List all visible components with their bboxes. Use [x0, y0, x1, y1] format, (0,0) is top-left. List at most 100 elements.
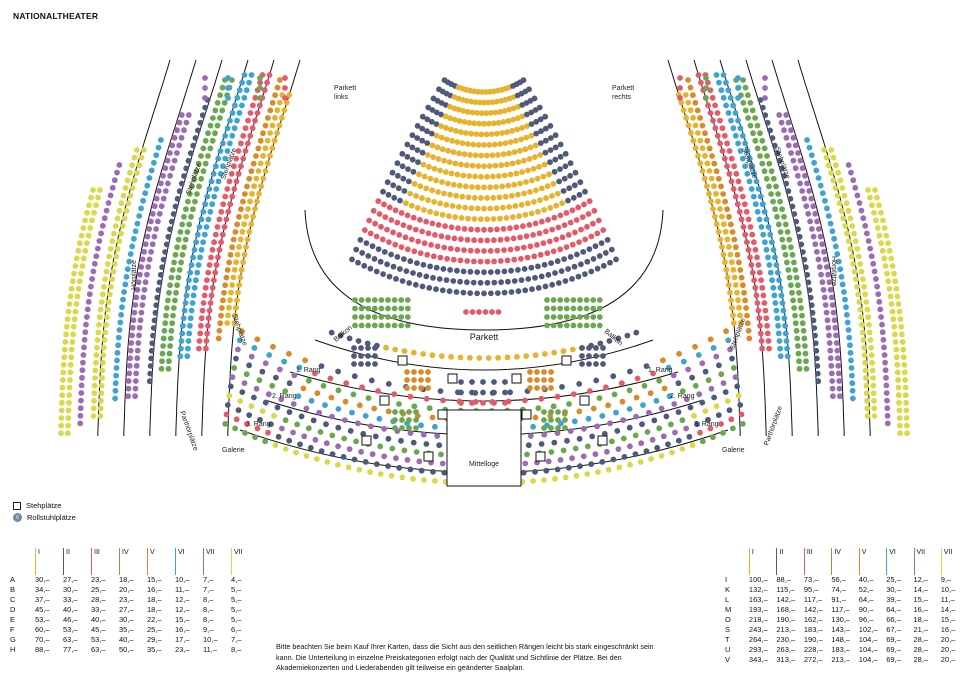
seat-parkett[interactable] [359, 250, 366, 256]
seat-side-right[interactable] [876, 202, 882, 209]
seat-side-right[interactable] [788, 282, 794, 289]
seat-parkett[interactable] [446, 159, 453, 166]
seat-side-right[interactable] [680, 107, 687, 114]
seat-parkett[interactable] [578, 226, 584, 233]
seat-side-left[interactable] [77, 240, 83, 247]
seat-side-left[interactable] [179, 330, 186, 337]
seat-rang[interactable] [410, 439, 417, 446]
seat-parkett[interactable] [414, 260, 420, 266]
seat-side-left[interactable] [188, 213, 194, 220]
seat-rang[interactable] [335, 387, 342, 394]
seat-side-right[interactable] [742, 107, 749, 114]
seat-side-right[interactable] [775, 322, 781, 329]
seat-side-left[interactable] [240, 155, 247, 162]
seat-side-left[interactable] [196, 345, 202, 352]
seat-parkett-front[interactable] [358, 297, 365, 303]
seat-parkett-front[interactable] [570, 322, 577, 329]
seat-side-right[interactable] [760, 292, 767, 299]
seat-parkett[interactable] [490, 120, 497, 127]
seat-parkett[interactable] [487, 248, 494, 254]
seat-loge[interactable] [548, 417, 554, 423]
seat-side-left[interactable] [184, 229, 191, 235]
seat-parkett[interactable] [392, 241, 399, 248]
seat-side-right[interactable] [835, 169, 841, 176]
seat-side-left[interactable] [114, 245, 121, 252]
seat-side-right[interactable] [814, 218, 820, 225]
seat-side-left[interactable] [108, 283, 114, 290]
seat-side-right[interactable] [809, 309, 816, 316]
seat-side-right[interactable] [773, 183, 779, 190]
seat-side-left[interactable] [172, 251, 179, 258]
seat-rang[interactable] [550, 403, 557, 410]
seat-side-right[interactable] [779, 300, 786, 306]
seat-side-right[interactable] [791, 259, 797, 266]
seat-side-right[interactable] [713, 168, 720, 175]
seat-rang[interactable] [656, 425, 663, 432]
seat-parkett[interactable] [484, 279, 491, 286]
seat-side-right[interactable] [720, 94, 727, 101]
seat-parkett[interactable] [474, 269, 481, 275]
seat-side-right[interactable] [749, 163, 755, 170]
seat-parkett[interactable] [556, 178, 562, 185]
seat-side-left[interactable] [88, 283, 94, 290]
seat-side-left[interactable] [99, 291, 106, 298]
seat-parkett[interactable] [399, 150, 406, 157]
seat-parkett[interactable] [514, 245, 521, 252]
seat-side-right[interactable] [869, 367, 876, 374]
seat-side-right[interactable] [776, 338, 783, 344]
seat-rang[interactable] [251, 394, 257, 401]
seat-side-left[interactable] [132, 378, 139, 384]
seat-rang[interactable] [564, 437, 570, 444]
seat-side-right[interactable] [892, 331, 898, 338]
seat-side-right[interactable] [872, 187, 878, 193]
seat-side-left[interactable] [93, 352, 100, 359]
seat-side-right[interactable] [801, 335, 808, 342]
seat-parkett[interactable] [507, 225, 513, 232]
seat-parkett[interactable] [468, 226, 474, 233]
seat-side-left[interactable] [228, 289, 234, 296]
seat-side-left[interactable] [241, 94, 248, 101]
seat-rang[interactable] [229, 374, 236, 380]
seat-rang[interactable] [689, 442, 696, 449]
seat-rang[interactable] [362, 459, 369, 465]
seat-side-right[interactable] [799, 320, 806, 327]
seat-side-left[interactable] [154, 294, 161, 301]
seat-side-right[interactable] [766, 183, 772, 190]
seat-side-left[interactable] [257, 102, 263, 109]
seat-side-left[interactable] [274, 84, 281, 91]
seat-parkett[interactable] [459, 140, 466, 147]
seat-rang[interactable] [350, 391, 357, 398]
seat-side-right[interactable] [777, 229, 784, 235]
seat-side-right[interactable] [751, 170, 758, 177]
seat-rang[interactable] [385, 463, 391, 469]
seat-parkett[interactable] [537, 197, 543, 204]
seat-side-right[interactable] [719, 244, 725, 250]
seat-parkett[interactable] [487, 269, 494, 275]
seat-parkett[interactable] [370, 207, 377, 214]
seat-side-left[interactable] [94, 245, 101, 252]
seat-side-left[interactable] [230, 236, 237, 243]
seat-rang[interactable] [669, 449, 675, 456]
seat-parkett[interactable] [501, 247, 507, 254]
seat-parkett[interactable] [481, 99, 487, 106]
seat-side-left[interactable] [283, 99, 290, 106]
seat-side-right[interactable] [864, 230, 870, 237]
seat-side-right[interactable] [881, 344, 887, 351]
seat-rang[interactable] [236, 337, 243, 344]
seat-rang[interactable] [353, 438, 359, 445]
seat-loge-front[interactable] [491, 379, 497, 385]
seat-side-right[interactable] [759, 137, 766, 144]
seat-side-right[interactable] [765, 338, 772, 344]
seat-parkett[interactable] [530, 232, 536, 238]
seat-loge[interactable] [548, 385, 554, 391]
seat-side-top[interactable] [282, 95, 288, 101]
seat-rang[interactable] [626, 424, 633, 431]
seat-side-left[interactable] [194, 269, 201, 276]
seat-side-left[interactable] [224, 148, 231, 154]
seat-side-left[interactable] [181, 173, 187, 179]
seat-rang[interactable] [377, 471, 384, 477]
seat-rang[interactable] [632, 451, 639, 457]
seat-rang[interactable] [322, 402, 328, 408]
seat-rang[interactable] [248, 353, 255, 360]
seat-side-right[interactable] [892, 339, 899, 345]
